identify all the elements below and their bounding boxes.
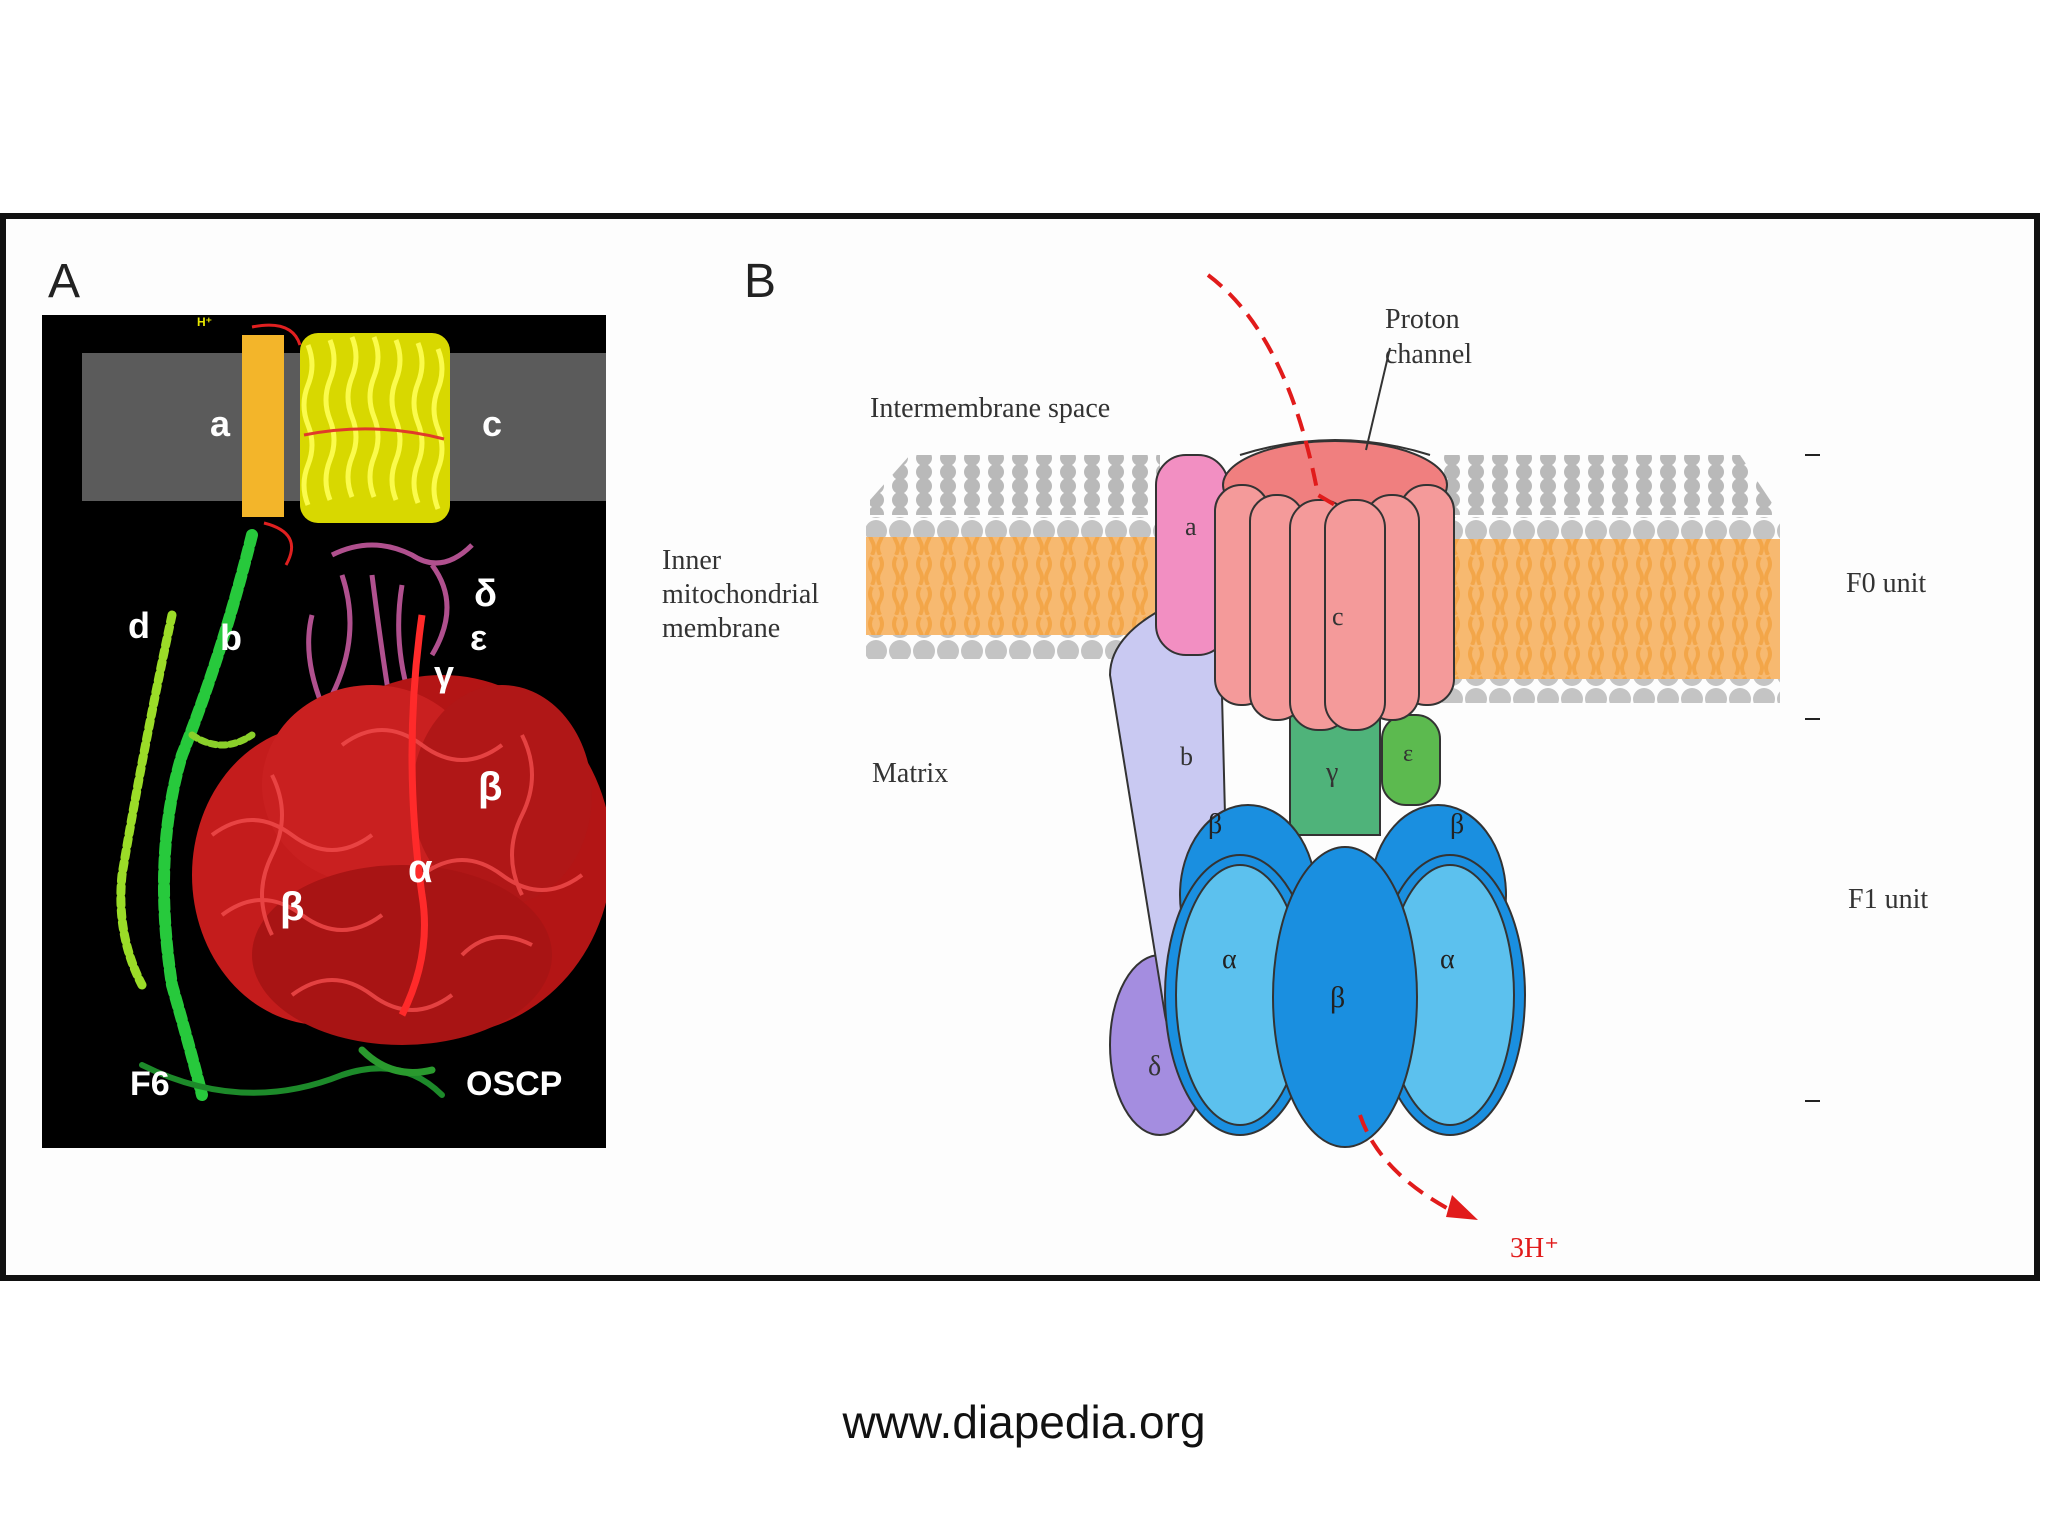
label-f6: F6 <box>130 1065 170 1103</box>
f0-unit-label: F0 unit <box>1846 568 1927 599</box>
label-gamma-sub: γ <box>1325 757 1338 788</box>
label-c-sub: c <box>1332 602 1344 631</box>
label-a: a <box>210 403 231 444</box>
label-beta-left-sub: β <box>1208 809 1222 840</box>
inner-membrane-line3: membrane <box>662 613 780 644</box>
panel-a-letter: A <box>48 255 81 308</box>
proton-in-arrow <box>1206 273 1337 507</box>
label-beta-left: β <box>280 885 305 929</box>
label-b-sub: b <box>1180 742 1193 771</box>
proton-channel-line1: Proton <box>1385 304 1460 335</box>
label-delta: δ <box>474 573 498 615</box>
inner-membrane-line2: mitochondrial <box>662 579 819 610</box>
label-b: b <box>220 617 242 658</box>
label-epsilon: ε <box>470 617 488 658</box>
epsilon-subunit <box>1381 714 1441 806</box>
label-alpha-right-sub: α <box>1440 944 1455 975</box>
h-plus-label: H⁺ <box>197 315 212 329</box>
intermembrane-space-label: Intermembrane space <box>870 393 1110 424</box>
label-gamma: γ <box>434 653 455 694</box>
label-d: d <box>128 605 150 646</box>
proton-out-arrow <box>1358 1114 1461 1217</box>
label-alpha-left-sub: α <box>1222 944 1237 975</box>
label-epsilon-sub: ε <box>1403 741 1413 767</box>
proton-channel-line2: channel <box>1385 339 1472 370</box>
f1-head-structure <box>192 614 606 1045</box>
inner-membrane-line1: Inner <box>662 545 722 576</box>
label-delta-sub: δ <box>1148 1051 1161 1082</box>
label-beta-right-sub: β <box>1450 809 1464 840</box>
label-c: c <box>482 403 503 444</box>
f1-head <box>1164 804 1526 1148</box>
panel-a-structure: H⁺ a c d b δ ε γ β α β F6 OSCP <box>42 315 606 1148</box>
unit-bracket <box>1805 454 1820 1102</box>
panel-b-diagram: a b c γ ε δ β β α α β 3H⁺ Proton channel… <box>662 273 1820 1264</box>
c-ring <box>1214 439 1455 731</box>
label-a-sub: a <box>1185 512 1197 541</box>
f1-unit-label: F1 unit <box>1848 884 1929 915</box>
panel-b-letter: B <box>744 255 777 308</box>
c-ring-structure <box>300 333 450 523</box>
matrix-label: Matrix <box>872 758 948 789</box>
label-beta-center-sub: β <box>1330 981 1345 1014</box>
subunit-a-bar <box>242 335 284 517</box>
membrane-right <box>1438 455 1780 703</box>
membrane-left <box>866 455 1160 659</box>
proton-out-label: 3H⁺ <box>1510 1233 1559 1264</box>
label-oscp: OSCP <box>466 1065 563 1103</box>
source-url: www.diapedia.org <box>842 1396 1206 1448</box>
label-alpha: α <box>408 847 433 891</box>
label-beta-right: β <box>478 765 503 809</box>
